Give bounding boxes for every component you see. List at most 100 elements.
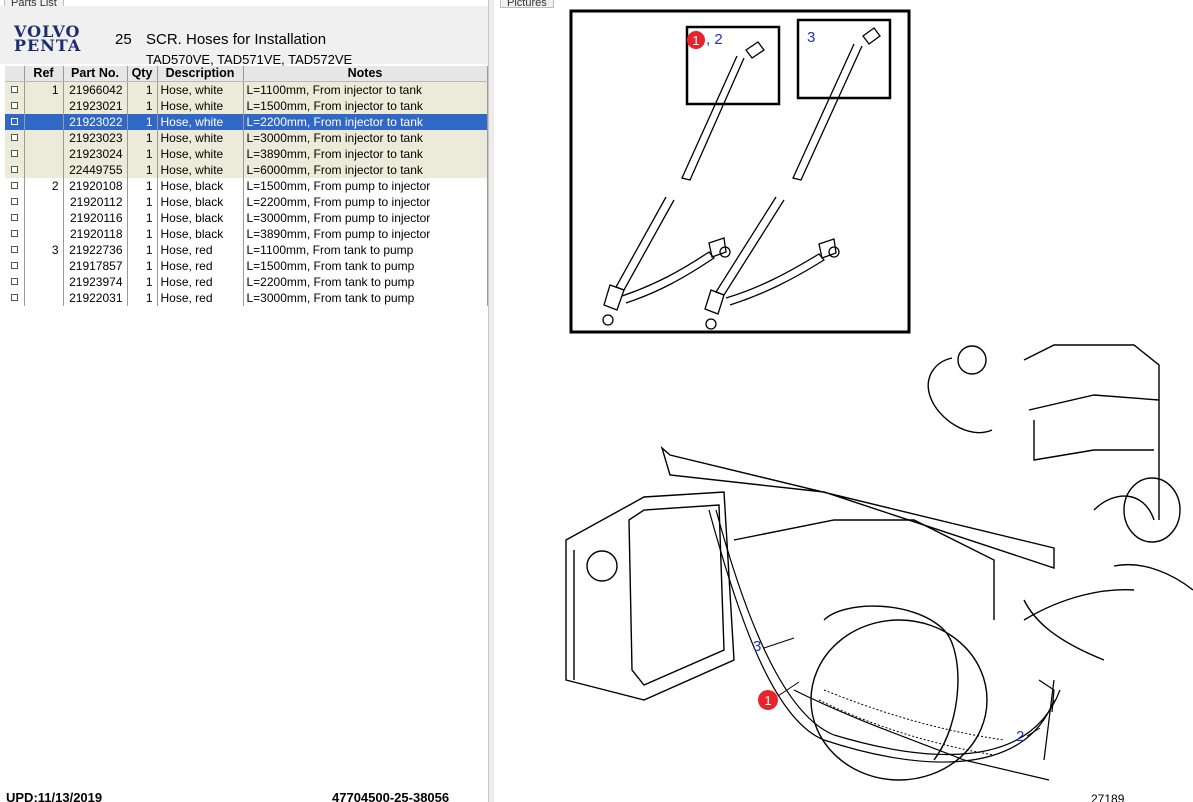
row-select-checkbox[interactable]: [5, 194, 25, 210]
row-select-checkbox[interactable]: [5, 210, 25, 226]
checkbox-icon[interactable]: [10, 182, 18, 190]
group-title: SCR. Hoses for Installation: [146, 31, 327, 48]
cell-ref: [24, 290, 64, 306]
cell-part-no: 22449755: [63, 162, 128, 178]
row-select-checkbox[interactable]: [5, 290, 25, 306]
checkbox-icon[interactable]: [10, 102, 18, 110]
row-select-checkbox[interactable]: [5, 130, 25, 146]
cell-notes: L=3000mm, From injector to tank: [243, 130, 488, 146]
checkbox-icon[interactable]: [10, 294, 18, 302]
cell-description: Hose, white: [157, 162, 244, 178]
checkbox-icon[interactable]: [10, 198, 18, 206]
checkbox-icon[interactable]: [10, 118, 18, 126]
cell-notes: L=6000mm, From injector to tank: [243, 162, 488, 178]
row-select-checkbox[interactable]: [5, 146, 25, 162]
exploded-view-drawing[interactable]: 1 , 2 3: [494, 0, 1193, 802]
checkbox-icon[interactable]: [10, 214, 18, 222]
logo-line-1: VOLVO: [14, 22, 81, 41]
column-header-notes[interactable]: Notes: [243, 66, 488, 82]
pictures-tab[interactable]: Pictures: [500, 0, 554, 9]
row-select-checkbox[interactable]: [5, 162, 25, 178]
pane-splitter[interactable]: [488, 0, 494, 802]
callout-2-leader: [1026, 727, 1041, 737]
row-select-checkbox[interactable]: [5, 98, 25, 114]
cell-ref: [24, 258, 64, 274]
column-header-ref[interactable]: Ref: [24, 66, 64, 82]
cell-qty: 1: [127, 178, 158, 194]
cell-notes: L=1100mm, From injector to tank: [243, 81, 488, 98]
cell-description: Hose, white: [157, 98, 244, 114]
checkbox-icon[interactable]: [10, 262, 18, 270]
row-select-checkbox[interactable]: [5, 258, 25, 274]
row-select-checkbox[interactable]: [5, 81, 25, 98]
pictures-tab-label: Pictures: [507, 0, 547, 9]
cell-description: Hose, red: [157, 242, 244, 258]
cell-part-no: 21966042: [63, 81, 128, 98]
cell-ref: [24, 146, 64, 162]
checkbox-icon[interactable]: [10, 150, 18, 158]
row-select-checkbox[interactable]: [5, 242, 25, 258]
cell-ref: [24, 226, 64, 242]
callout-badge-1: [758, 690, 778, 710]
cell-qty: 1: [127, 162, 158, 178]
cell-notes: L=3000mm, From tank to pump: [243, 290, 488, 306]
callout-1-leader: [777, 681, 800, 697]
checkbox-icon[interactable]: [10, 166, 18, 174]
cell-ref: [24, 194, 64, 210]
column-header-select[interactable]: [5, 66, 25, 82]
cell-ref: [24, 162, 64, 178]
checkbox-icon[interactable]: [10, 86, 18, 94]
row-select-checkbox[interactable]: [5, 178, 25, 194]
cell-qty: 1: [127, 130, 158, 146]
group-header: VOLVO PENTA 25 SCR. Hoses for Installati…: [0, 6, 488, 67]
cell-qty: 1: [127, 290, 158, 306]
cell-notes: L=3890mm, From injector to tank: [243, 146, 488, 162]
cell-description: Hose, black: [157, 226, 244, 242]
checkbox-icon[interactable]: [10, 278, 18, 286]
cell-ref: [24, 130, 64, 146]
inset-callout-b: 3: [807, 29, 815, 46]
cell-description: Hose, black: [157, 210, 244, 226]
cell-qty: 1: [127, 98, 158, 114]
cell-notes: L=1500mm, From pump to injector: [243, 178, 488, 194]
cell-notes: L=2200mm, From tank to pump: [243, 274, 488, 290]
checkbox-icon[interactable]: [10, 134, 18, 142]
cell-part-no: 21923024: [63, 146, 128, 162]
checkbox-icon[interactable]: [10, 230, 18, 238]
cell-notes: L=3890mm, From pump to injector: [243, 226, 488, 242]
inset-callout-a: , 2: [706, 31, 723, 48]
row-select-checkbox[interactable]: [5, 226, 25, 242]
cell-ref: 3: [24, 242, 64, 258]
inset-detail-box-right: [796, 18, 892, 100]
cell-qty: 1: [127, 258, 158, 274]
table-header-row: Ref Part No. Qty Description Notes: [5, 66, 488, 82]
checkbox-icon[interactable]: [10, 246, 18, 254]
parts-list-pane: Parts List VOLVO PENTA 25 SCR. Hoses for…: [0, 0, 488, 802]
inset-callout-badge-1-text: 1: [692, 33, 699, 48]
row-select-checkbox[interactable]: [5, 114, 25, 130]
column-header-part-no[interactable]: Part No.: [63, 66, 128, 82]
cell-part-no: 21923022: [63, 114, 128, 130]
row-select-checkbox[interactable]: [5, 274, 25, 290]
cell-qty: 1: [127, 146, 158, 162]
column-header-qty[interactable]: Qty: [127, 66, 158, 82]
parts-list-tab-label: Parts List: [11, 0, 57, 9]
column-header-description[interactable]: Description: [157, 66, 244, 82]
cell-description: Hose, black: [157, 178, 244, 194]
